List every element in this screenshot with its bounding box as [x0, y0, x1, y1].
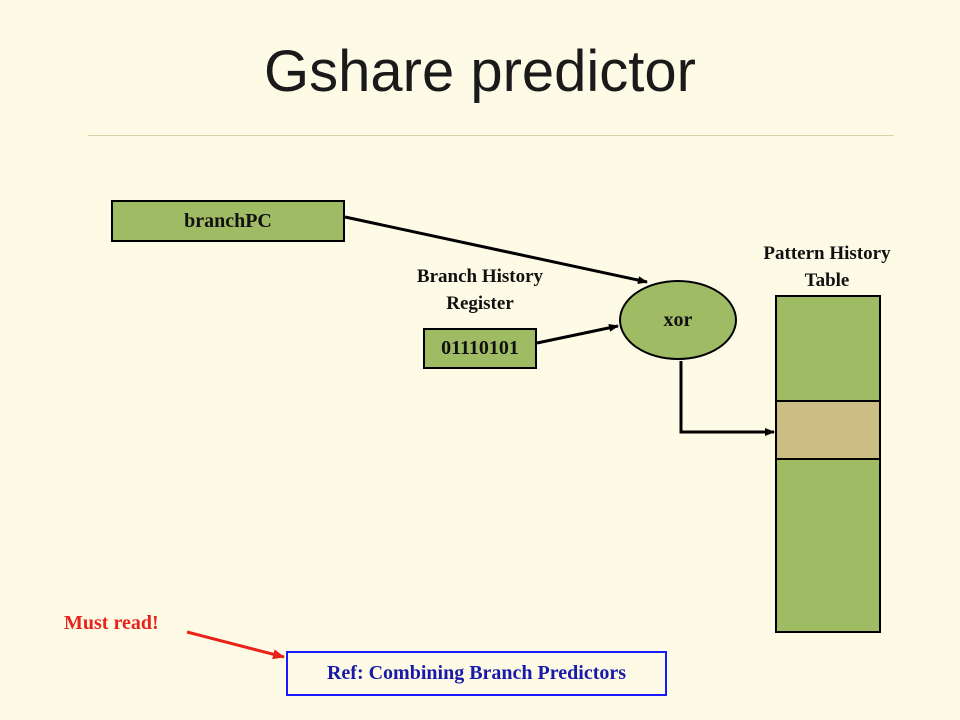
branch-pc-box: branchPC — [111, 200, 345, 242]
bhr-caption: Branch History Register — [380, 263, 580, 317]
xor-label: xor — [663, 308, 693, 331]
branch-pc-label: branchPC — [184, 209, 272, 232]
pht-caption-line1: Pattern History — [763, 243, 891, 264]
bhr-to-xor-arrow — [536, 323, 619, 345]
pattern-history-table — [775, 295, 881, 633]
pht-caption: Pattern History Table — [727, 240, 927, 294]
bhr-register-box: 01110101 — [423, 328, 537, 369]
pht-caption-line2: Table — [804, 270, 850, 291]
title-divider — [88, 135, 894, 136]
branch-pc-to-xor-arrow — [344, 215, 648, 285]
reference-link[interactable]: Ref: Combining Branch Predictors — [326, 662, 627, 684]
slide-title: Gshare predictor — [264, 39, 696, 104]
reference-box[interactable]: Ref: Combining Branch Predictors — [286, 651, 667, 696]
bhr-caption-line2: Register — [446, 293, 514, 314]
xor-to-pht-arrow — [679, 361, 775, 436]
xor-node: xor — [619, 280, 737, 360]
pht-selected-entry — [777, 400, 879, 460]
bhr-value: 01110101 — [441, 337, 519, 359]
bhr-caption-line1: Branch History — [416, 266, 544, 287]
must-read-arrow — [186, 630, 285, 660]
must-read-note: Must read! — [64, 612, 159, 634]
